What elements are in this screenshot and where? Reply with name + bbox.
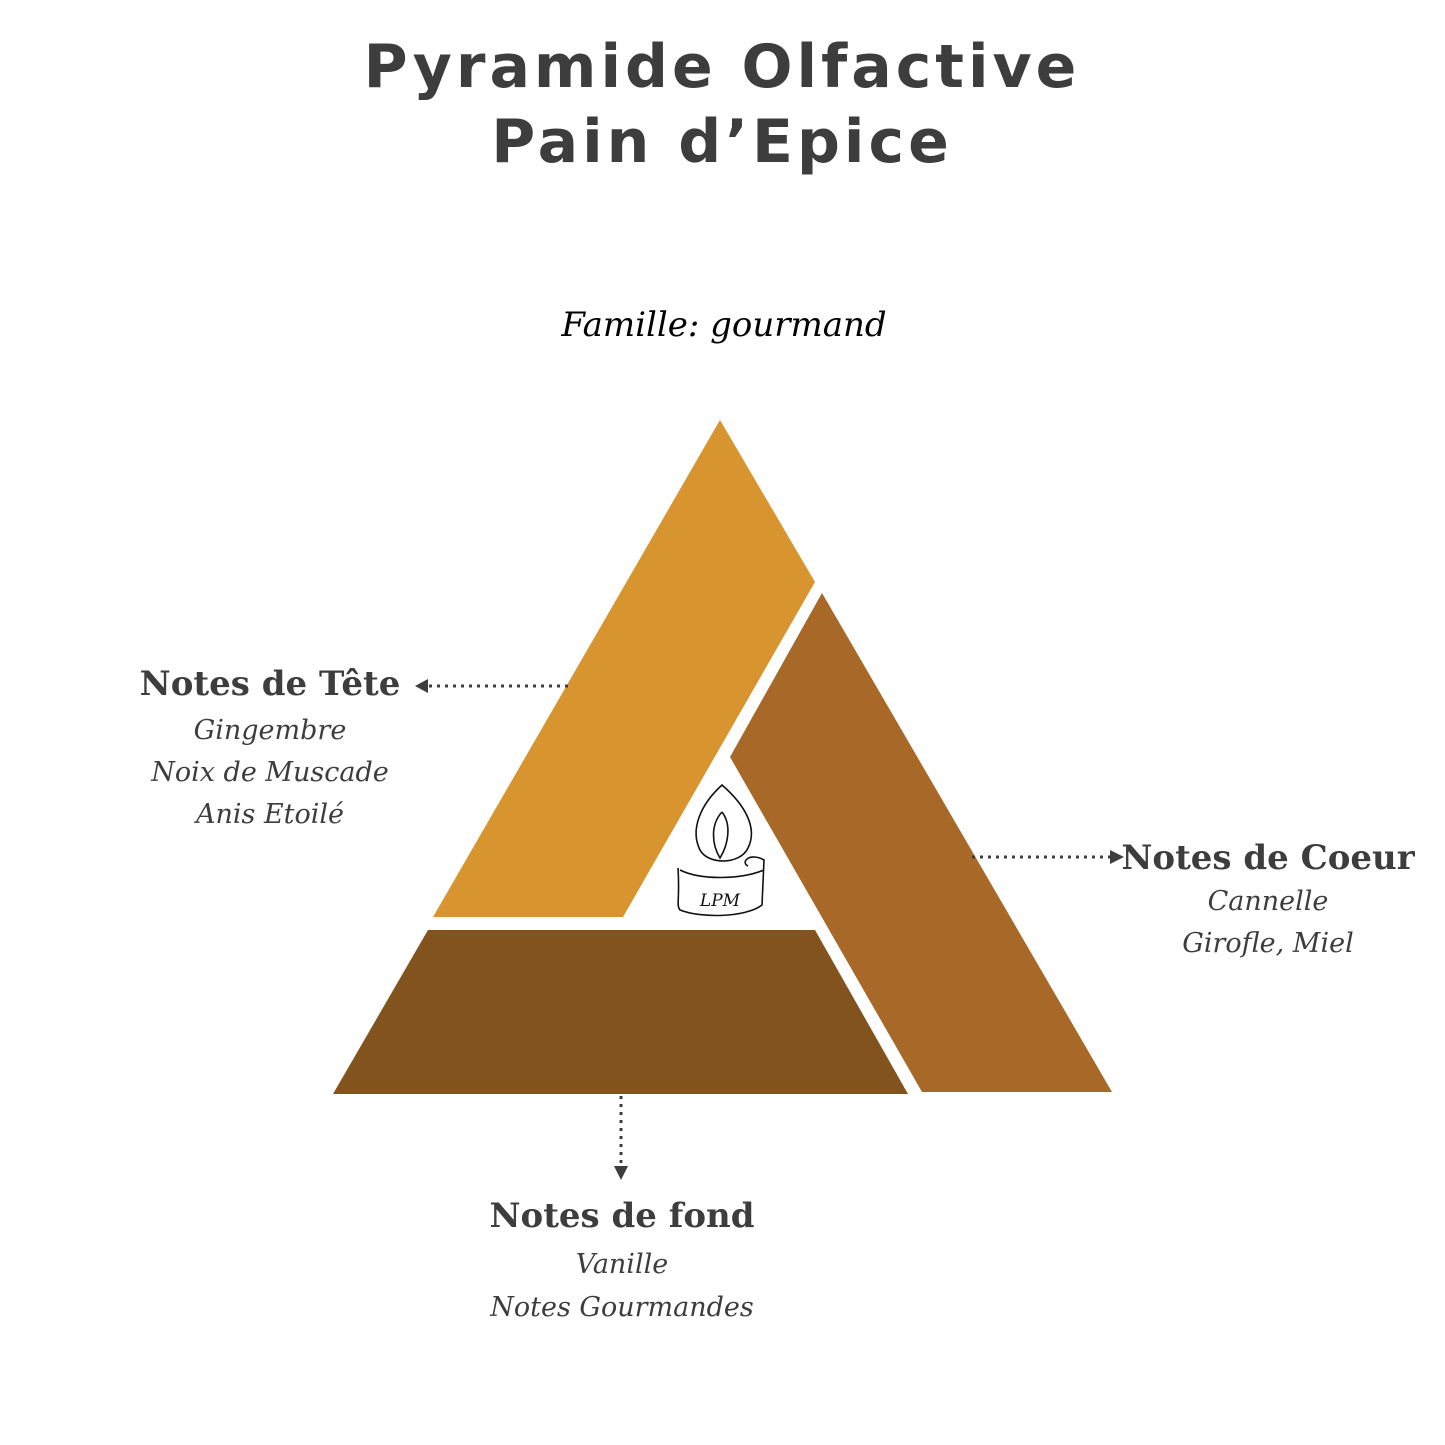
title-line-2: Pain d’Epice (491, 107, 953, 177)
base-note-item: Notes Gourmandes (490, 1292, 754, 1323)
pyramid-heart-notes-segment (730, 593, 1112, 1092)
arrow-head-right-icon (1110, 850, 1124, 864)
arrow-head-left-icon (415, 679, 428, 693)
lpm-candle-logo: LPM (677, 783, 765, 917)
top-note-item: Gingembre (193, 715, 347, 746)
heart-notes-heading: Notes de Coeur (1121, 838, 1415, 878)
pyramid-base-notes-segment (333, 930, 908, 1094)
top-note-item: Anis Etoilé (195, 799, 345, 830)
heart-note-item: Cannelle (1207, 886, 1329, 917)
base-note-item: Vanille (575, 1249, 669, 1280)
base-notes-heading: Notes de fond (489, 1196, 755, 1236)
arrow-head-down-icon (614, 1166, 628, 1180)
logo-text: LPM (699, 891, 741, 911)
top-note-item: Noix de Muscade (151, 757, 389, 788)
heart-note-item: Girofle, Miel (1182, 928, 1354, 959)
family-label: Famille: gourmand (561, 305, 887, 345)
pyramid-top-notes-segment (433, 420, 815, 917)
top-notes-heading: Notes de Tête (139, 664, 401, 704)
title-line-1: Pyramide Olfactive (363, 32, 1081, 102)
